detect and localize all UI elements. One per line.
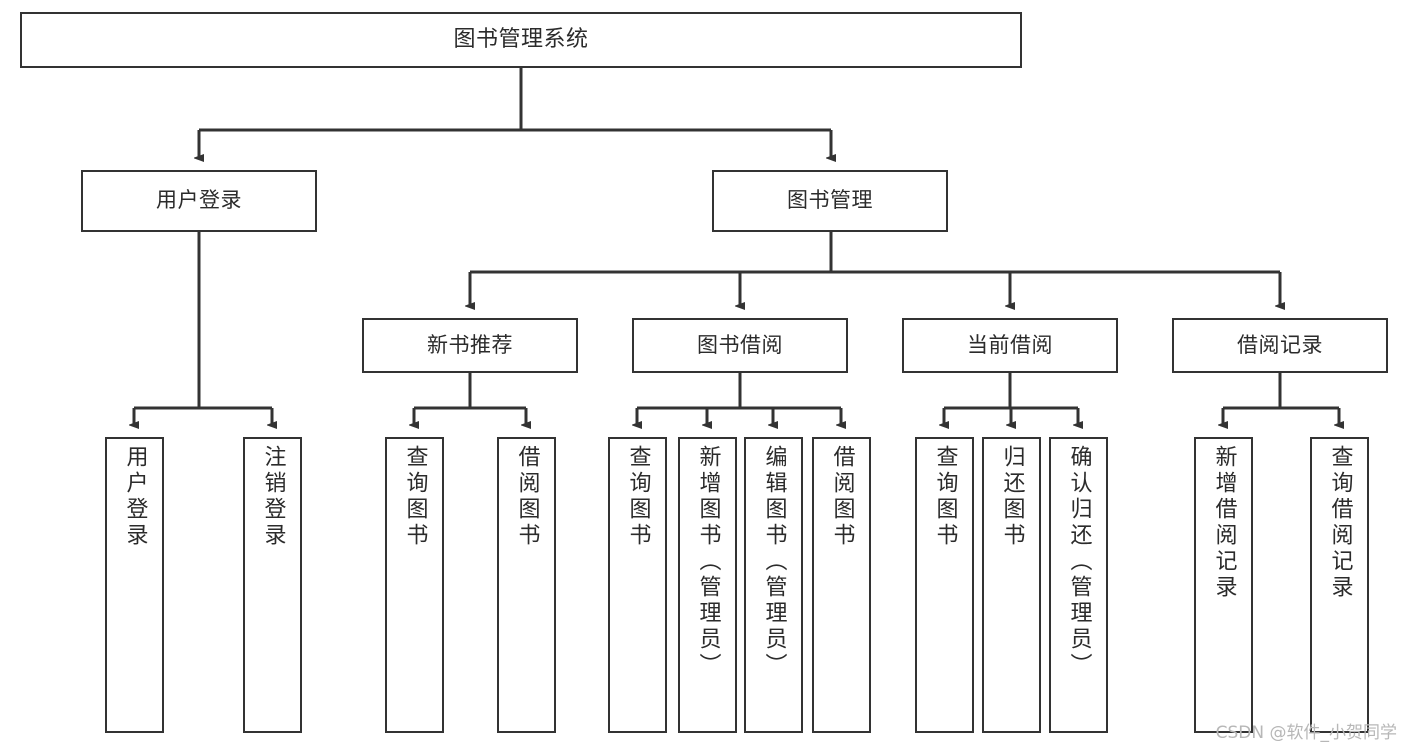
- node-label: 借阅图书: [514, 445, 540, 549]
- node-label: 查询图书: [402, 445, 428, 549]
- node-root-system[interactable]: 图书管理系统: [20, 12, 1022, 68]
- leaf-book-borrow-borrow[interactable]: 借阅图书: [812, 437, 871, 733]
- node-borrow-record[interactable]: 借阅记录: [1172, 318, 1388, 373]
- watermark-text: CSDN @软件_小贺同学: [1215, 723, 1397, 743]
- node-label: 查询图书: [625, 445, 651, 549]
- node-book-management[interactable]: 图书管理: [712, 170, 948, 232]
- leaf-current-borrow-confirm-return[interactable]: 确认归还（管理员）: [1049, 437, 1108, 733]
- leaf-new-book-query[interactable]: 查询图书: [385, 437, 444, 733]
- leaf-book-borrow-edit[interactable]: 编辑图书（管理员）: [744, 437, 803, 733]
- leaf-borrow-record-add[interactable]: 新增借阅记录: [1194, 437, 1253, 733]
- node-label: 查询借阅记录: [1327, 445, 1353, 601]
- node-label: 确认归还（管理员）: [1066, 445, 1092, 679]
- leaf-borrow-record-query[interactable]: 查询借阅记录: [1310, 437, 1369, 733]
- leaf-new-book-borrow[interactable]: 借阅图书: [497, 437, 556, 733]
- leaf-user-login-login[interactable]: 用户登录: [105, 437, 164, 733]
- node-label: 图书借阅: [697, 332, 783, 357]
- node-label: 新增图书（管理员）: [695, 445, 721, 679]
- node-label: 归还图书: [999, 445, 1025, 549]
- node-label: 图书管理系统: [453, 26, 589, 52]
- node-label: 注销登录: [260, 445, 286, 549]
- node-label: 新增借阅记录: [1211, 445, 1237, 601]
- leaf-current-borrow-return[interactable]: 归还图书: [982, 437, 1041, 733]
- node-label: 用户登录: [156, 188, 242, 213]
- node-label: 图书管理: [787, 188, 873, 213]
- node-label: 借阅图书: [829, 445, 855, 549]
- node-label: 查询图书: [932, 445, 958, 549]
- node-label: 借阅记录: [1237, 332, 1323, 357]
- node-new-book-recommend[interactable]: 新书推荐: [362, 318, 578, 373]
- leaf-user-login-logout[interactable]: 注销登录: [243, 437, 302, 733]
- leaf-book-borrow-add[interactable]: 新增图书（管理员）: [678, 437, 737, 733]
- node-label: 用户登录: [122, 445, 148, 549]
- node-user-login[interactable]: 用户登录: [81, 170, 317, 232]
- node-current-borrow[interactable]: 当前借阅: [902, 318, 1118, 373]
- node-book-borrow[interactable]: 图书借阅: [632, 318, 848, 373]
- node-label: 编辑图书（管理员）: [761, 445, 787, 679]
- node-label: 新书推荐: [427, 332, 513, 357]
- node-label: 当前借阅: [967, 332, 1053, 357]
- leaf-book-borrow-query[interactable]: 查询图书: [608, 437, 667, 733]
- leaf-current-borrow-query[interactable]: 查询图书: [915, 437, 974, 733]
